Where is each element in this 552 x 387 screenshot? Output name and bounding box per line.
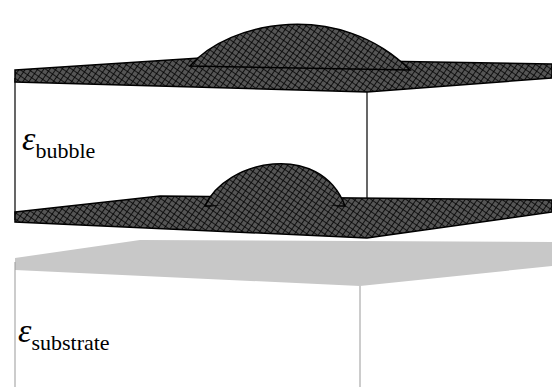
substrate-permittivity: εsubstrate (14, 310, 114, 358)
subscript: substrate (31, 330, 109, 355)
lower-bubble (205, 164, 345, 206)
substrate-edge (360, 286, 361, 387)
bubble-permittivity: εbubble (18, 118, 99, 166)
subscript: bubble (35, 138, 95, 163)
substrate-plane (15, 240, 552, 286)
epsilon-symbol: ε (22, 120, 35, 157)
upper-bubble (190, 24, 410, 70)
lower-sheet (15, 196, 552, 238)
epsilon-symbol: ε (18, 312, 31, 349)
bubble-edge (14, 78, 15, 220)
substrate-edge (15, 262, 16, 387)
lower-bubble-base (195, 202, 355, 226)
